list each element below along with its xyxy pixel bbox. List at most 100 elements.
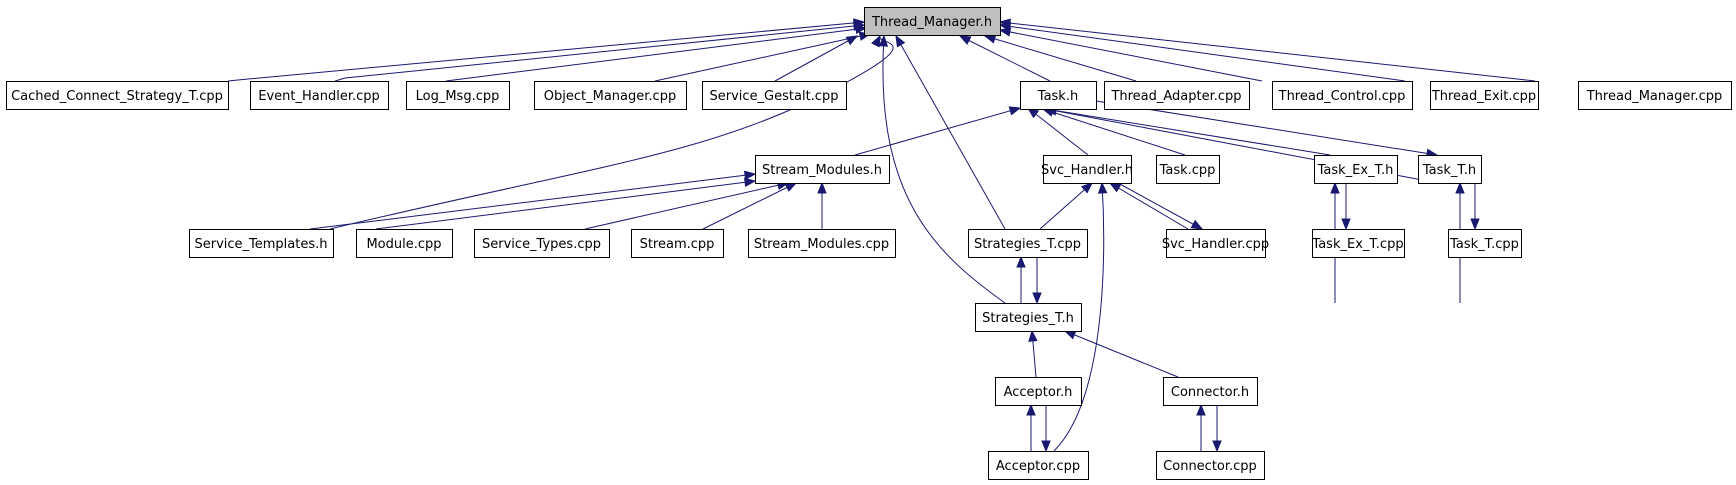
node-label: Thread_Control.cpp: [1278, 89, 1406, 104]
edge-line: [1045, 108, 1331, 156]
node-box[interactable]: [1314, 155, 1398, 184]
edge-line: [882, 35, 1006, 304]
node-box[interactable]: [1163, 377, 1258, 406]
graph-node[interactable]: Thread_Exit.cpp: [1430, 81, 1539, 110]
edge-om-to-tm_h: [654, 31, 872, 82]
node-box[interactable]: [474, 229, 610, 258]
edge-line: [1117, 182, 1203, 230]
node-box[interactable]: [702, 81, 847, 110]
graph-node[interactable]: Svc_Handler.h: [1041, 155, 1133, 184]
graph-node[interactable]: Stream_Modules.cpp: [748, 229, 896, 258]
arrowhead-icon: [1196, 403, 1206, 416]
arrowhead-icon: [743, 170, 757, 180]
node-label: Svc_Handler.cpp: [1162, 237, 1269, 252]
node-box[interactable]: [6, 81, 229, 110]
graph-node[interactable]: Task.h: [1020, 81, 1097, 110]
arrowhead-icon: [983, 34, 997, 44]
edge-svc_h-to-svc_cpp: [1117, 182, 1204, 230]
root-node[interactable]: Thread_Manager.h: [864, 7, 1001, 36]
edge-line: [959, 35, 1051, 82]
edge-acc_h-to-acc_cpp: [1041, 405, 1051, 453]
graph-node[interactable]: Service_Gestalt.cpp: [702, 81, 847, 110]
node-box[interactable]: [1104, 81, 1250, 110]
arrowhead-icon: [998, 18, 1011, 28]
graph-node[interactable]: Task_T.h: [1418, 155, 1482, 184]
node-box[interactable]: [755, 155, 890, 184]
graph-node[interactable]: Connector.cpp: [1156, 451, 1265, 480]
node-box[interactable]: [1272, 81, 1413, 110]
graph-node[interactable]: Event_Handler.cpp: [250, 81, 389, 110]
node-box[interactable]: [748, 229, 896, 258]
edge-tex_h-to-tex_cpp: [1341, 183, 1351, 231]
node-box[interactable]: [1043, 155, 1132, 184]
edge-line: [702, 182, 797, 230]
graph-node[interactable]: Task_Ex_T.cpp: [1311, 229, 1405, 258]
node-box[interactable]: [1430, 81, 1539, 110]
graph-node[interactable]: Thread_Control.cpp: [1272, 81, 1413, 110]
node-label: Connector.cpp: [1163, 459, 1257, 474]
graph-node[interactable]: Acceptor.h: [995, 377, 1082, 406]
node-box[interactable]: [1418, 155, 1482, 184]
arrowhead-icon: [878, 34, 889, 47]
arrowhead-icon: [1028, 329, 1038, 342]
node-box[interactable]: [864, 7, 1001, 36]
arrowhead-icon: [1041, 440, 1051, 453]
node-box[interactable]: [1166, 229, 1266, 258]
edge-strat_h-to-strat_cpp: [1016, 255, 1026, 303]
node-box[interactable]: [406, 81, 510, 110]
node-label: Thread_Exit.cpp: [1431, 89, 1536, 104]
edge-con_h-to-con_cpp: [1212, 405, 1222, 453]
node-box[interactable]: [975, 303, 1082, 332]
graph-node[interactable]: Acceptor.cpp: [988, 451, 1089, 480]
node-box[interactable]: [250, 81, 389, 110]
node-box[interactable]: [1312, 229, 1405, 258]
node-box[interactable]: [995, 377, 1082, 406]
node-box[interactable]: [534, 81, 687, 110]
edge-strat_cpp-to-tm_h: [895, 34, 1006, 230]
node-label: Task_T.h: [1422, 163, 1476, 178]
node-box[interactable]: [189, 229, 334, 258]
node-label: Service_Gestalt.cpp: [710, 89, 839, 104]
edge-sty-to-sm_h: [584, 180, 790, 230]
graph-node[interactable]: Strategies_T.cpp: [968, 229, 1088, 258]
graph-node[interactable]: Stream_Modules.h: [755, 155, 890, 184]
graph-node[interactable]: Thread_Manager.cpp: [1578, 81, 1732, 110]
edge-acc_cpp-to-svc_h: [1053, 181, 1108, 452]
node-box[interactable]: [1156, 451, 1265, 480]
node-box[interactable]: [1020, 81, 1097, 110]
node-box[interactable]: [356, 229, 453, 258]
edge-line: [999, 29, 1263, 82]
node-box[interactable]: [988, 451, 1089, 480]
arrowhead-icon: [854, 24, 868, 35]
node-box[interactable]: [1448, 229, 1522, 258]
graph-node[interactable]: Thread_Adapter.cpp: [1104, 81, 1250, 110]
node-label: Cached_Connect_Strategy_T.cpp: [11, 89, 223, 104]
graph-node[interactable]: Task_Ex_T.h: [1314, 155, 1398, 184]
edge-line: [895, 35, 1006, 230]
edge-tt_h-to-tt_cpp: [1470, 183, 1480, 231]
graph-node[interactable]: Connector.h: [1163, 377, 1258, 406]
node-label: Module.cpp: [366, 237, 441, 252]
edges-layer: [227, 18, 1536, 453]
graph-node[interactable]: Svc_Handler.cpp: [1162, 229, 1269, 258]
node-box[interactable]: [968, 229, 1088, 258]
node-box[interactable]: [631, 229, 724, 258]
graph-node[interactable]: Service_Templates.h: [189, 229, 334, 258]
node-box[interactable]: [1578, 81, 1732, 110]
graph-node[interactable]: Module.cpp: [356, 229, 453, 258]
graph-node[interactable]: Strategies_T.h: [975, 303, 1082, 332]
graph-node[interactable]: Cached_Connect_Strategy_T.cpp: [6, 81, 229, 110]
node-label: Task_T.cpp: [1449, 237, 1519, 252]
graph-node[interactable]: Object_Manager.cpp: [534, 81, 687, 110]
graph-node[interactable]: Stream.cpp: [631, 229, 724, 258]
node-label: Connector.h: [1171, 385, 1249, 400]
node-box[interactable]: [1156, 155, 1220, 184]
graph-node[interactable]: Task_T.cpp: [1448, 229, 1522, 258]
graph-node[interactable]: Task.cpp: [1156, 155, 1220, 184]
edge-line: [329, 35, 894, 230]
node-label: Task.cpp: [1159, 163, 1216, 178]
graph-node[interactable]: Log_Msg.cpp: [406, 81, 510, 110]
graph-node[interactable]: Service_Types.cpp: [474, 229, 610, 258]
arrowhead-icon: [1190, 219, 1204, 230]
